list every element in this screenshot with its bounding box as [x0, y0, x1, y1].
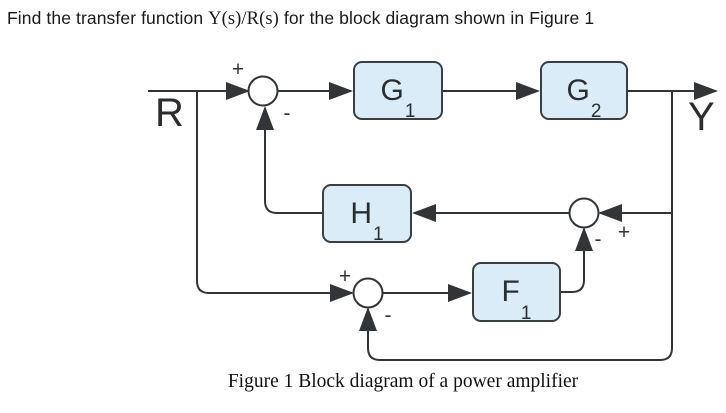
input-signal-label: R [155, 91, 184, 135]
sum1-plus-sign: + [232, 58, 244, 81]
problem-statement-pre: Find the transfer function [7, 8, 209, 28]
block-h1-label: H [350, 196, 373, 230]
sum1-minus-sign: - [284, 102, 291, 125]
block-g2-label: G [566, 73, 590, 107]
summing-junction-3 [352, 277, 384, 309]
sum3-plus-sign: + [339, 265, 351, 288]
problem-statement: Find the transfer function Y(s)/R(s) for… [7, 8, 594, 30]
wire-input-branch-to-sum3 [196, 91, 354, 302]
figure-caption: Figure 1 Block diagram of a power amplif… [227, 371, 579, 392]
sum3-minus-sign: - [385, 304, 392, 327]
block-g2-subscript: 2 [590, 101, 602, 122]
output-signal-label: Y [688, 95, 715, 139]
summing-junction-2 [568, 197, 600, 229]
block-f1-subscript: 1 [520, 303, 532, 324]
block-f1-label: F [501, 275, 520, 308]
block-g1-label: G [380, 73, 404, 107]
wire-h1-to-sum1 [256, 106, 322, 214]
sum2-plus-sign: + [618, 221, 630, 244]
sum2-minus-sign: - [595, 228, 602, 251]
block-h1-subscript: 1 [373, 224, 384, 245]
transfer-function-expression: Y(s)/R(s) [208, 9, 279, 29]
block-g1-subscript: 1 [404, 101, 416, 122]
wire-output-branch-to-sum3 [359, 91, 673, 361]
wire-f1-to-sum2 [561, 227, 593, 293]
problem-statement-post: for the block diagram shown in Figure 1 [278, 8, 595, 28]
summing-junction-1 [247, 75, 279, 107]
